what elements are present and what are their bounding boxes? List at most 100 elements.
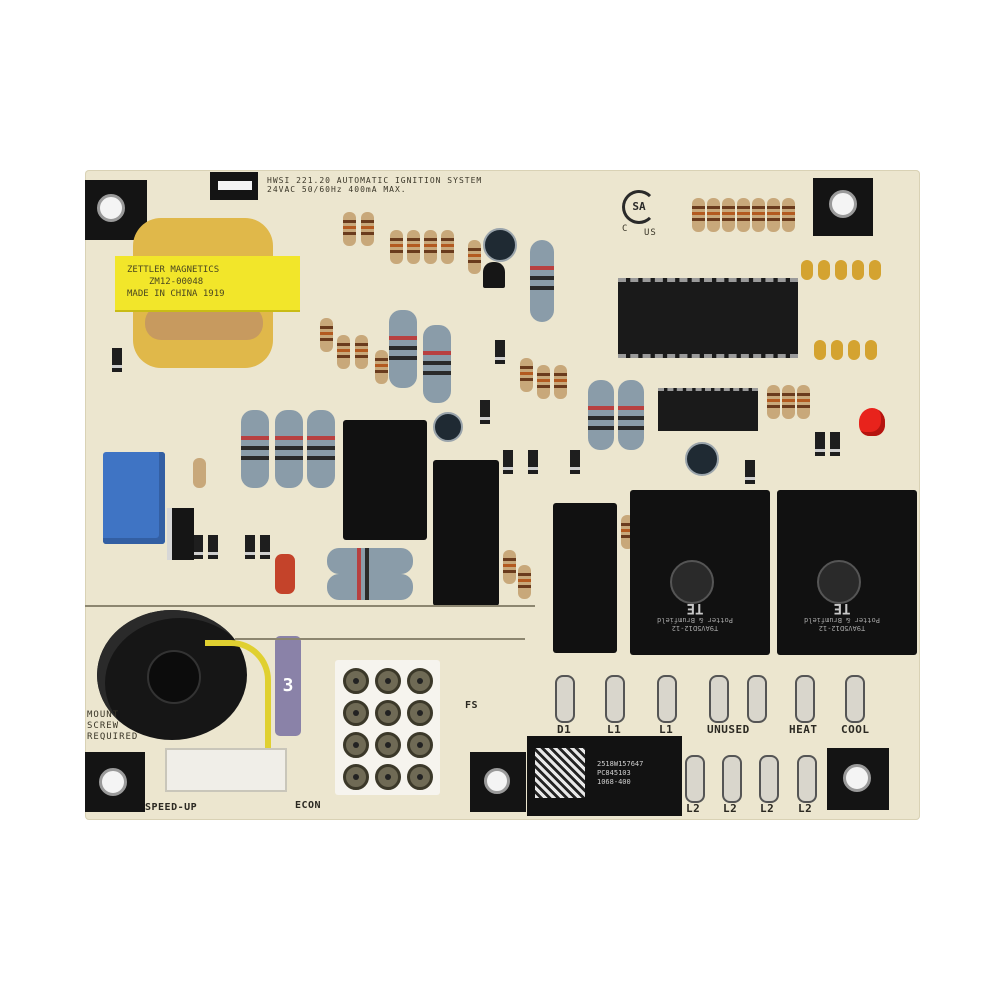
resistor [424, 230, 437, 264]
electrolytic-capacitor [433, 412, 463, 442]
barcode-line-1: 2518W157647 [597, 760, 644, 768]
terminal-label-l2: L2 [723, 802, 738, 815]
barcode-line-2: PC845103 [597, 769, 631, 777]
power-resistor [618, 380, 644, 450]
diode [480, 400, 490, 424]
capacitor [814, 340, 826, 360]
mount-note-line-2: SCREW [87, 721, 120, 731]
diode [193, 535, 203, 559]
terminal-label-l1: L1 [659, 723, 674, 736]
spade-terminal [657, 675, 677, 723]
diode [495, 340, 505, 364]
diode [528, 450, 538, 474]
diode [503, 450, 513, 474]
relay-brand: TE [833, 600, 851, 616]
electrolytic-capacitor [483, 228, 517, 262]
spade-terminal [722, 755, 742, 803]
csa-logo: SA [622, 190, 656, 224]
spade-terminal [795, 675, 815, 723]
resistor [752, 198, 765, 232]
transistor [483, 262, 505, 288]
small-resistor [193, 458, 206, 488]
relay-sub-brand: Potter & Brumfield [804, 616, 880, 624]
terminal-label-l2: L2 [686, 802, 701, 815]
resistor [722, 198, 735, 232]
capacitor [801, 260, 813, 280]
spade-terminal [797, 755, 817, 803]
mount-hole-bottom-middle [470, 752, 526, 812]
mount-hole-bottom-right [827, 748, 889, 810]
capacitor [835, 260, 847, 280]
voltage-regulator [167, 508, 194, 560]
resistor [361, 212, 374, 246]
resistor [337, 335, 350, 369]
mount-screw-note: MOUNT SCREW REQUIRED [87, 710, 138, 743]
power-resistor [327, 574, 413, 600]
transformer: ZETTLER MAGNETICS ZM12-00048 MADE IN CHI… [115, 218, 300, 368]
resistor [520, 358, 533, 392]
terminal-label-l2: L2 [760, 802, 775, 815]
resistor [782, 385, 795, 419]
resistor [468, 240, 481, 274]
pcb-trace [85, 605, 535, 607]
spade-terminal [685, 755, 705, 803]
fuse-rating: 3 [282, 675, 294, 696]
fs-label: FS [465, 700, 479, 711]
pilot-relay [343, 420, 427, 540]
resistor [320, 318, 333, 352]
diode [208, 535, 218, 559]
diode [570, 450, 580, 474]
resistor [503, 550, 516, 584]
top-connector-tab [210, 172, 258, 200]
header-line-1: HWSI 221.20 AUTOMATIC IGNITION SYSTEM [267, 176, 483, 185]
spade-terminal [759, 755, 779, 803]
terminal-label-heat: HEAT [789, 723, 818, 736]
mount-hole-bottom-left [85, 752, 145, 812]
terminal-label-l2: L2 [798, 802, 813, 815]
power-resistor [588, 380, 614, 450]
power-resistor [327, 548, 413, 574]
resistor [782, 198, 795, 232]
diode [745, 460, 755, 484]
resistor [737, 198, 750, 232]
spade-terminal [845, 675, 865, 723]
transformer-label-line-1: ZETTLER MAGNETICS [127, 265, 220, 275]
inducer-relay [553, 503, 617, 653]
diode [830, 432, 840, 456]
resistor [441, 230, 454, 264]
status-led [859, 408, 885, 436]
12-pin-harness-connector [335, 660, 440, 795]
capacitor [831, 340, 843, 360]
terminal-label-cool: COOL [841, 723, 870, 736]
blue-film-capacitor [103, 452, 165, 544]
power-resistor [241, 410, 269, 488]
circuit-board: HWSI 221.20 AUTOMATIC IGNITION SYSTEM 24… [85, 170, 920, 820]
qr-code [535, 748, 585, 798]
te-relay-cool: T9AV5D12-12 Potter & Brumfield TE [777, 490, 917, 655]
csa-us: US [644, 228, 657, 238]
resistor [407, 230, 420, 264]
relay-brand: TE [686, 600, 704, 616]
terminal-label-unused: UNUSED [707, 723, 750, 736]
mount-hole-top-left [85, 180, 147, 240]
resistor [343, 212, 356, 246]
board-header-text: HWSI 221.20 AUTOMATIC IGNITION SYSTEM 24… [267, 176, 482, 194]
barcode-line-3: 1068-400 [597, 778, 631, 786]
relay-model: T9AV5D12-12 [671, 624, 719, 632]
diode [112, 348, 122, 372]
transformer-label-line-2: ZM12-00048 [149, 277, 204, 287]
terminal-label-l1: L1 [607, 723, 622, 736]
spade-terminal [605, 675, 625, 723]
power-resistor [423, 325, 451, 403]
terminal-label-d1: D1 [557, 723, 572, 736]
fuse-holder: 3 [275, 636, 301, 736]
resistor [355, 335, 368, 369]
electrolytic-capacitor [685, 442, 719, 476]
diode [245, 535, 255, 559]
diode [260, 535, 270, 559]
resistor [554, 365, 567, 399]
transformer-label-line-3: MADE IN CHINA 1919 [127, 289, 225, 299]
power-resistor [275, 410, 303, 488]
resistor [537, 365, 550, 399]
mount-hole-top-right [813, 178, 873, 236]
